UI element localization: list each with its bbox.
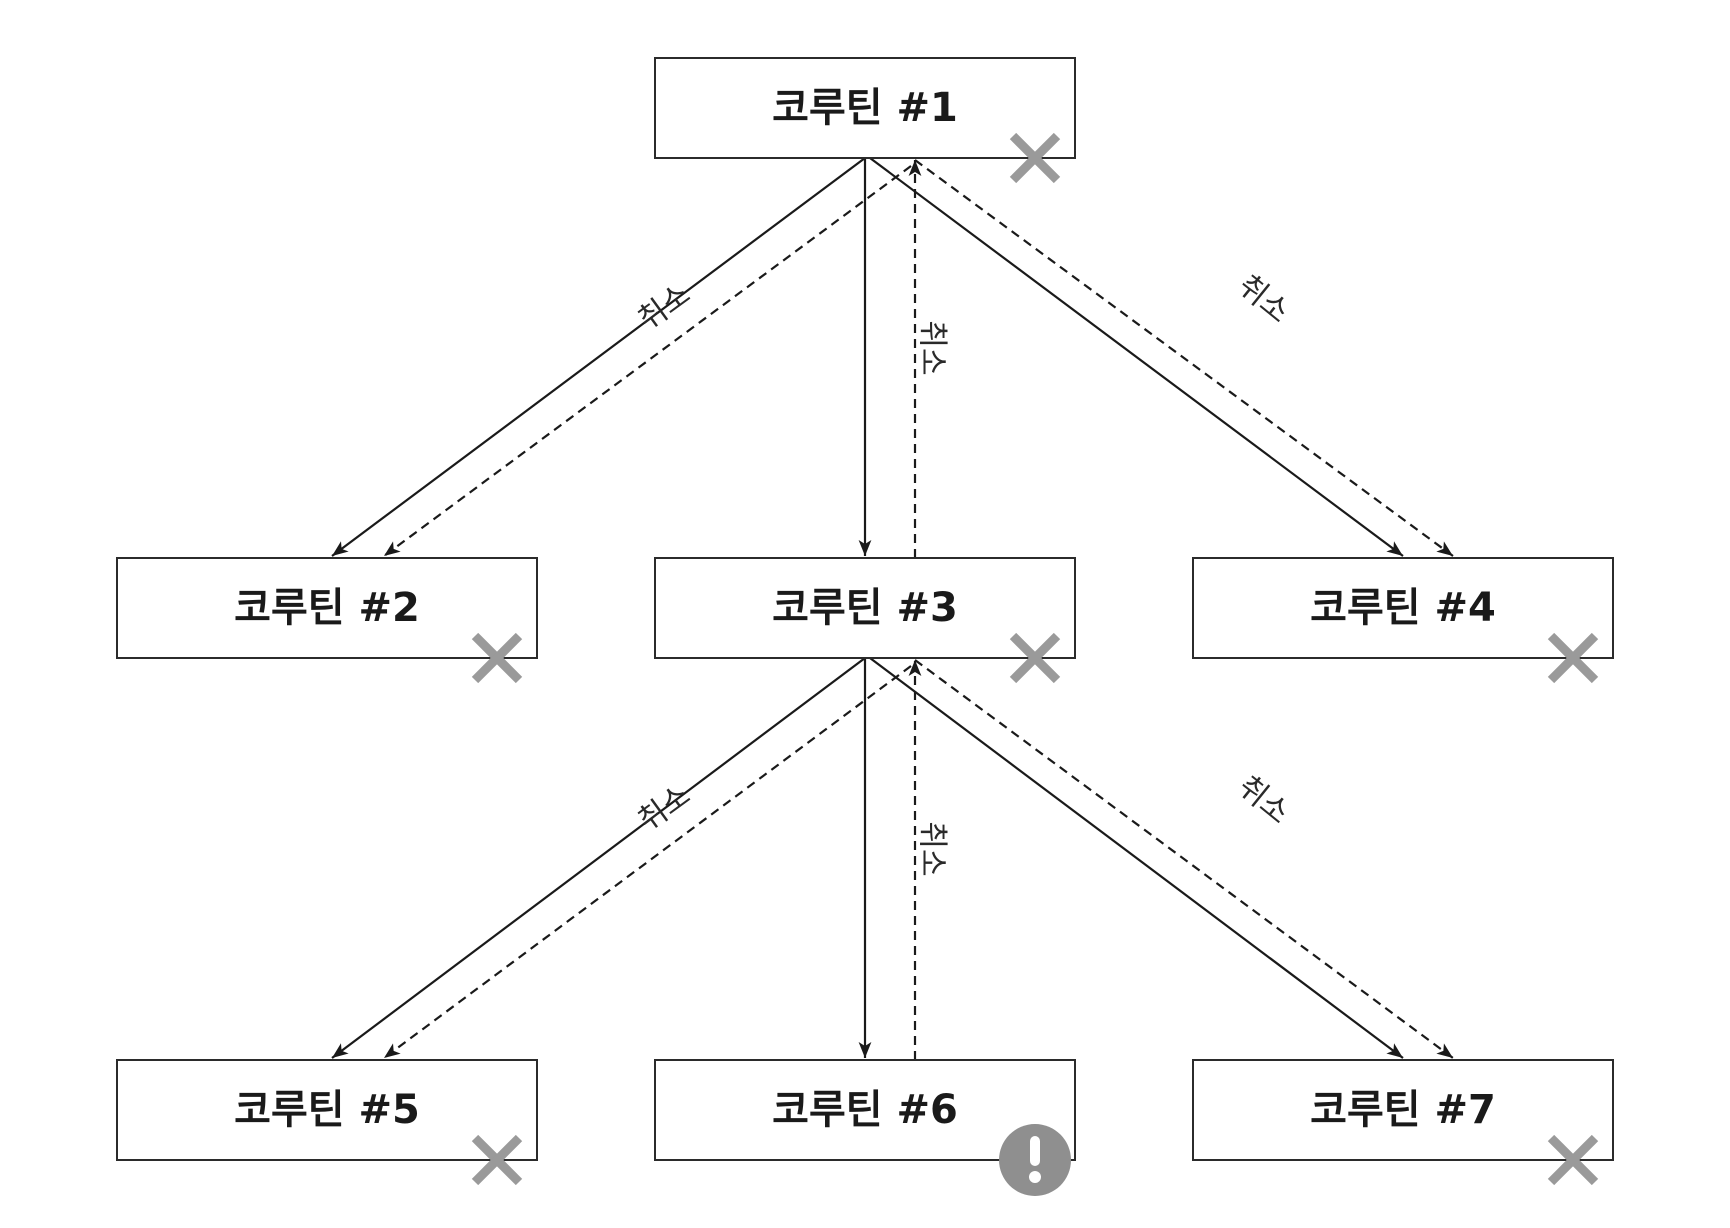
coroutine-box (654, 557, 1076, 659)
coroutine-label: 코루틴 #6 (772, 1087, 958, 1133)
coroutine-label: 코루틴 #5 (234, 1087, 420, 1133)
cancel-label: 취소 (632, 277, 697, 338)
status-mark-layer (471, 132, 1599, 1196)
edge-c3-c7: 취소 (869, 657, 1454, 1059)
edge-c1-c3: 취소 (858, 158, 950, 558)
coroutine-box (116, 1059, 538, 1161)
cancel-label: 취소 (915, 821, 950, 876)
coroutine-node-7: 코루틴 #7 (1192, 1059, 1614, 1161)
cancel-x-icon (471, 1134, 523, 1186)
node-layer: 코루틴 #1 코루틴 #2 코루틴 #3 코루틴 #4 코루틴 #5 코루틴 #6 코루틴 … (116, 57, 1614, 1161)
launch-arrow (331, 157, 866, 557)
coroutine-node-4: 코루틴 #4 (1192, 557, 1614, 659)
edge-c1-c4: 취소 (869, 157, 1454, 557)
coroutine-label: 코루틴 #2 (234, 585, 420, 631)
coroutine-label: 코루틴 #7 (1310, 1087, 1496, 1133)
launch-arrow (869, 157, 1404, 557)
cancel-label: 취소 (1231, 268, 1296, 330)
edge-c1-c2: 취소 (331, 157, 912, 557)
coroutine-label: 코루틴 #1 (772, 85, 958, 131)
coroutine-node-3: 코루틴 #3 (654, 557, 1076, 659)
coroutine-box (1192, 557, 1614, 659)
launch-arrow (331, 657, 866, 1059)
cancel-x-icon (471, 632, 523, 684)
coroutine-node-2: 코루틴 #2 (116, 557, 538, 659)
edge-c3-c5: 취소 (331, 657, 912, 1059)
exception-alert-icon (999, 1124, 1071, 1196)
edge-c3-c6: 취소 (858, 658, 950, 1060)
cancel-x-icon (1009, 632, 1061, 684)
cancel-x-icon (1547, 632, 1599, 684)
cancel-arrow (914, 659, 1454, 1059)
cancel-arrow (383, 665, 912, 1059)
coroutine-label: 코루틴 #3 (772, 585, 958, 631)
cancel-label: 취소 (1231, 769, 1296, 831)
coroutine-label: 코루틴 #4 (1310, 585, 1496, 631)
coroutine-node-1: 코루틴 #1 (654, 57, 1076, 159)
cancel-x-icon (1547, 1134, 1599, 1186)
cancel-label: 취소 (915, 320, 950, 375)
cancel-arrow (383, 165, 912, 557)
coroutine-box (116, 557, 538, 659)
coroutine-box (654, 57, 1076, 159)
cancel-arrow (914, 159, 1454, 557)
cancel-x-icon (1009, 132, 1061, 184)
launch-arrow (869, 657, 1404, 1059)
coroutine-node-5: 코루틴 #5 (116, 1059, 538, 1161)
coroutine-box (1192, 1059, 1614, 1161)
cancel-label: 취소 (632, 778, 697, 839)
